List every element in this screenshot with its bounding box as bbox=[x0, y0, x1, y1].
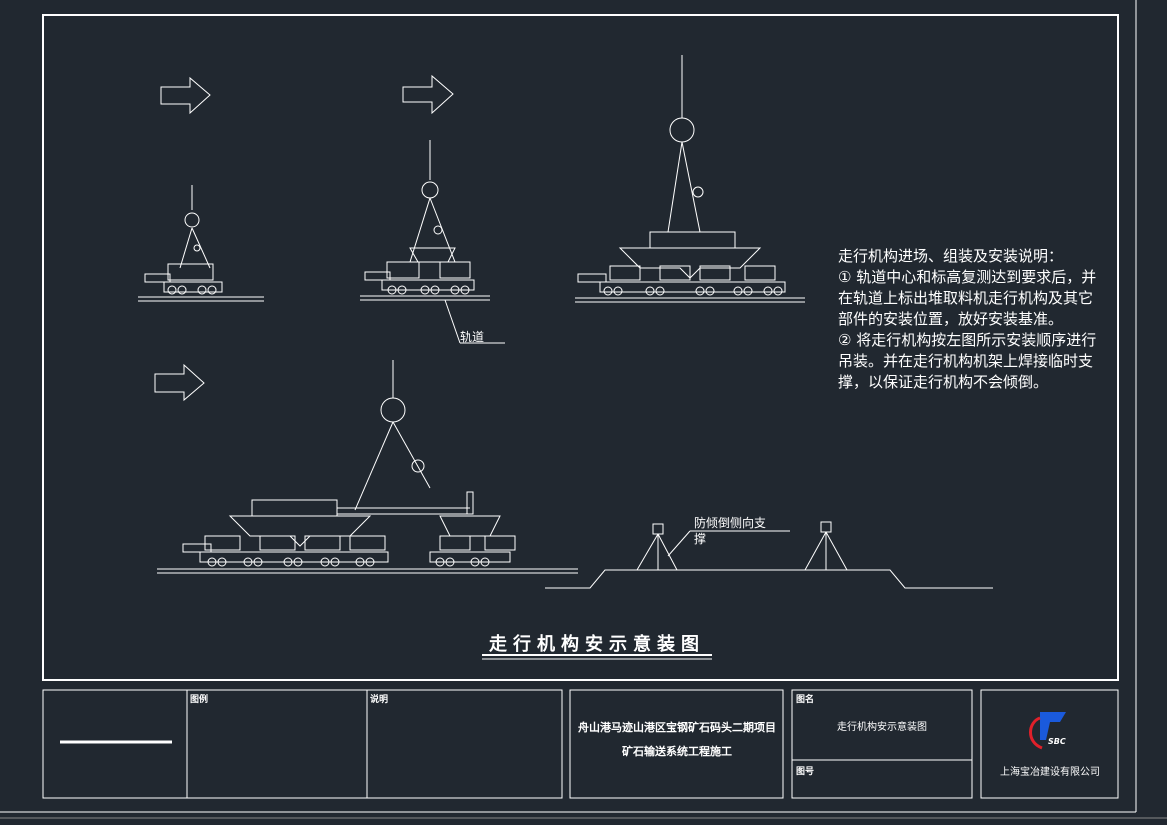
drawing-name: 走行机构安示意装图 bbox=[837, 722, 927, 733]
project-name: 舟山港马迹山港区宝钢矿石码头二期项目 矿石输送系统工程施工 bbox=[572, 716, 782, 764]
company-logo-icon bbox=[1029, 712, 1066, 750]
project-line-2: 矿石输送系统工程施工 bbox=[622, 745, 732, 758]
arrow-right-icon bbox=[402, 74, 454, 115]
rail-leader-line bbox=[444, 299, 461, 344]
drawing-title: 走行机构安示意装图 bbox=[489, 634, 705, 655]
drawing-name-label: 图名 bbox=[796, 695, 815, 705]
notes-item-1: ① 轨道中心和标高复测达到要求后，并在轨道上标出堆取料机走行机构及其它部件的安装… bbox=[838, 268, 1097, 328]
description-label: 说明 bbox=[370, 695, 389, 705]
drawing-border bbox=[42, 14, 1119, 681]
arrow-right-icon bbox=[160, 76, 211, 115]
installation-notes: 走行机构进场、组装及安装说明： ① 轨道中心和标高复测达到要求后，并在轨道上标出… bbox=[838, 246, 1098, 393]
title-block-drawing bbox=[791, 689, 973, 799]
drawing-number-label: 图号 bbox=[796, 767, 815, 777]
legend-label: 图例 bbox=[190, 695, 209, 705]
title-block-left bbox=[42, 689, 563, 799]
support-label: 防倾倒侧向支 撑 bbox=[694, 515, 766, 547]
title-block-project bbox=[569, 689, 784, 799]
support-detail bbox=[545, 521, 993, 589]
stage1-bogie bbox=[138, 185, 264, 302]
arrow-right-icon bbox=[154, 363, 205, 402]
stage2-bogies bbox=[360, 140, 505, 344]
support-label-line1: 防倾倒侧向支 bbox=[694, 516, 767, 530]
company-name: 上海宝冶建设有限公司 bbox=[1000, 767, 1100, 778]
support-label-line2: 撑 bbox=[694, 532, 707, 546]
rail-label: 轨道 bbox=[460, 330, 485, 344]
stage4-full-assembly bbox=[157, 360, 578, 574]
notes-heading: 走行机构进场、组装及安装说明： bbox=[838, 247, 1064, 265]
logo-text: SBC bbox=[1048, 737, 1066, 746]
notes-item-2: ② 将走行机构按左图所示安装顺序进行吊装。并在走行机构机架上焊接临时支撑，以保证… bbox=[838, 331, 1097, 391]
stage3-bogies bbox=[575, 55, 805, 303]
project-line-1: 舟山港马迹山港区宝钢矿石码头二期项目 bbox=[578, 721, 776, 734]
title-block-company bbox=[980, 689, 1119, 799]
